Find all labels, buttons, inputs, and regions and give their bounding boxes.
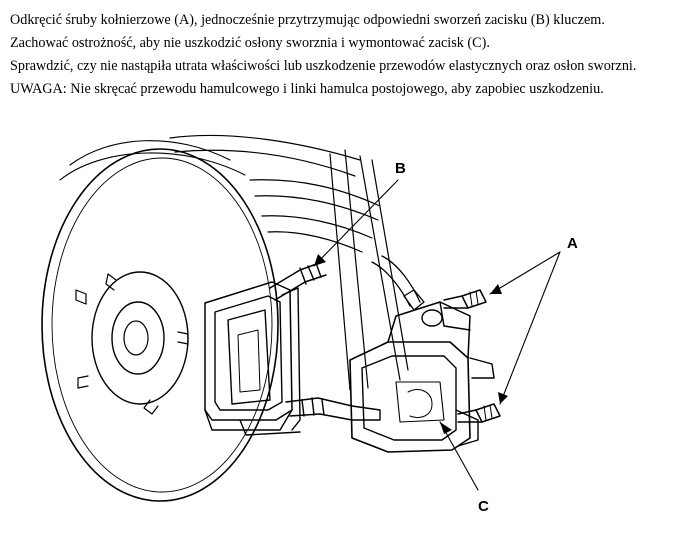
guide-pin-lower-drawing	[285, 397, 381, 421]
callout-label-b: B	[395, 160, 406, 177]
instruction-text-block: Odkręcić śruby kołnierzowe (A), jednocze…	[10, 9, 674, 101]
brake-caliper-illustration: B A C	[0, 120, 676, 543]
callout-label-c: C	[478, 498, 489, 515]
instruction-line-1: Odkręcić śruby kołnierzowe (A), jednocze…	[10, 12, 605, 28]
brake-caliper-drawing: B A C	[41, 134, 578, 515]
caliper-bracket-drawing	[204, 281, 301, 436]
instruction-line-2: Zachować ostrożność, aby nie uszkodzić o…	[10, 35, 490, 51]
brake-hose-drawing	[371, 255, 425, 311]
callout-leader-lines	[313, 179, 561, 491]
callout-label-a: A	[567, 235, 578, 252]
flange-bolts-drawing	[443, 289, 501, 423]
brake-disc-drawing	[41, 140, 279, 502]
instruction-line-3: Sprawdzić, czy nie nastąpiła utrata właś…	[10, 58, 637, 74]
callout-arrowheads	[314, 254, 508, 434]
caliper-body-drawing	[349, 301, 495, 453]
instruction-note-line: UWAGA: Nie skręcać przewodu hamulcowego …	[10, 81, 604, 97]
